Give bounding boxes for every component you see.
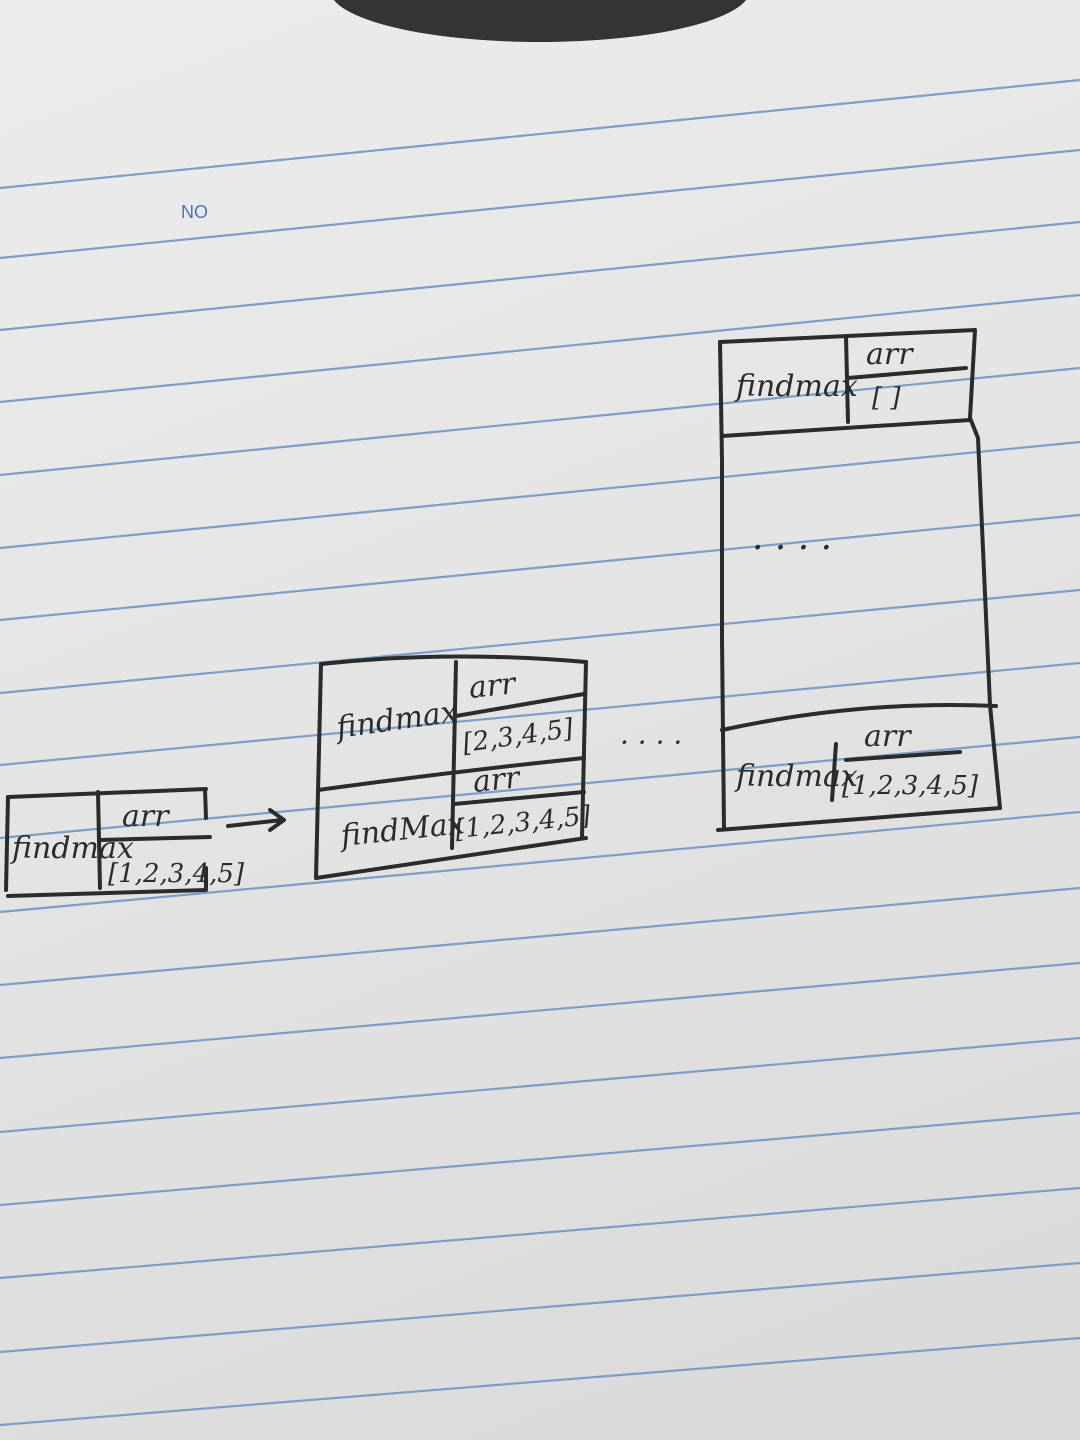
- arrow-head-icon: [268, 808, 286, 832]
- param-divider: [98, 835, 212, 842]
- deep-bottom-column-divider: [830, 742, 838, 802]
- deep-bottom-param-name: arr: [864, 719, 912, 754]
- deep-middle-ellipsis: · · · ·: [752, 528, 832, 569]
- function-name-bottom: findMax: [337, 806, 466, 854]
- stack-border-right: [580, 660, 588, 840]
- param-value: [1,2,3,4,5]: [108, 859, 245, 889]
- deep-top-param-divider: [846, 366, 968, 380]
- deep-bottom-function-name: findmax: [734, 759, 858, 794]
- transition-arrow: [226, 808, 286, 832]
- stack-border-bottom: [314, 836, 588, 880]
- deep-stack-border-bottom: [716, 806, 1002, 832]
- param-divider-bottom: [452, 790, 586, 806]
- frame-border-bottom: [6, 888, 208, 898]
- deep-bottom-frame-separator: [720, 703, 998, 732]
- stack-column-divider: [450, 660, 458, 850]
- camera-shadow: [333, 0, 747, 42]
- deep-top-function-name: findmax: [734, 369, 858, 404]
- deep-bottom-param-value: [1,2,3,4,5]: [842, 771, 979, 801]
- stack-border-left: [314, 662, 323, 880]
- function-name: findmax: [10, 831, 134, 866]
- continuation-ellipsis: · · · ·: [620, 726, 682, 759]
- deep-top-param-name: arr: [866, 337, 914, 372]
- param-name-bottom: arr: [471, 760, 523, 800]
- deep-top-frame-separator: [720, 418, 972, 438]
- stack-frame-initial: findmax arr [1,2,3,4,5]: [4, 787, 245, 898]
- deep-top-param-value: [ ]: [872, 383, 901, 413]
- function-name-top: findmax: [332, 694, 460, 746]
- frame-border-right: [203, 788, 208, 890]
- deep-bottom-param-divider: [844, 750, 962, 762]
- stack-border-top: [319, 654, 588, 666]
- ruled-lines: [0, 78, 1080, 1427]
- param-divider-top: [454, 692, 586, 718]
- frame-border-left: [4, 795, 10, 892]
- frame-separator: [316, 756, 586, 792]
- param-name-top: arr: [467, 666, 519, 706]
- stack-deep: findmax arr [ ] · · · · findmax arr [1,2…: [716, 328, 1002, 832]
- deep-stack-border-right: [968, 328, 1002, 810]
- deep-stack-border-left: [718, 340, 726, 830]
- arrow-shaft: [226, 818, 284, 828]
- param-name: arr: [122, 799, 170, 834]
- stack-two-frames: findmax arr [2,3,4,5] findMax arr [1,2,3…: [314, 654, 593, 880]
- page-no-label: NO: [181, 202, 208, 222]
- frame-border-top: [6, 787, 208, 799]
